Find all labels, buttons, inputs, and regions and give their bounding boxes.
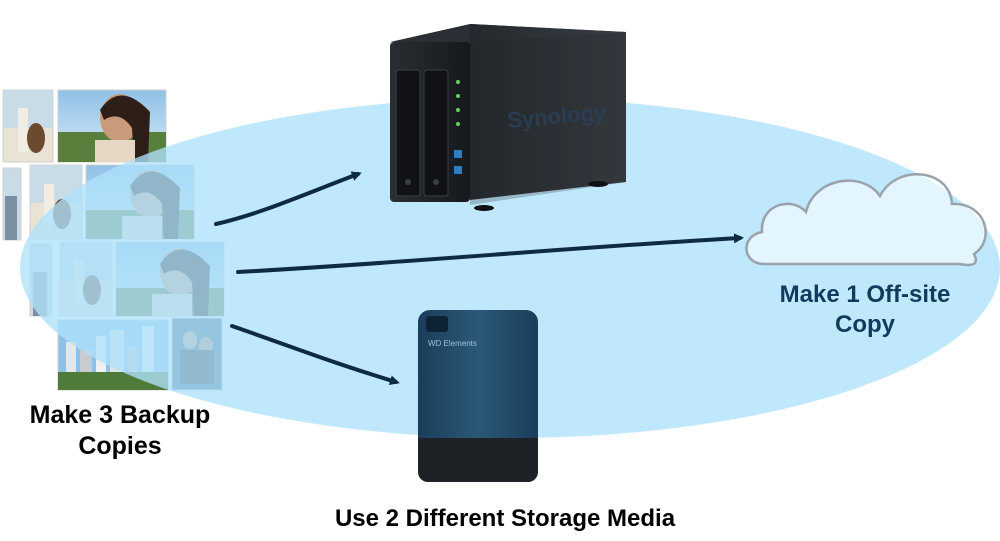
backup-label-line-2: Copies (78, 432, 162, 461)
photo-thumbnail (2, 167, 22, 241)
arrow-icon (214, 171, 362, 226)
backup-label-line-1: Make 3 Backup (29, 401, 211, 429)
cloud-icon (745, 173, 987, 267)
arrows (214, 171, 744, 386)
photo-thumbnail (2, 89, 54, 163)
offsite-label-line-2: Copy (835, 311, 895, 338)
external-drive-icon: WD Elements (418, 310, 538, 482)
photo-thumbnail (57, 89, 167, 163)
backup-copies-label: Make 3 Backup Copies (0, 400, 240, 463)
backup-zone-ellipse (20, 98, 1000, 438)
storage-media-label: Use 2 Different Storage Media (334, 505, 676, 532)
arrow-icon (236, 233, 744, 274)
offsite-copy-label: Make 1 Off-site Copy (760, 280, 970, 340)
drive-brand-text: WD Elements (428, 339, 477, 348)
arrow-icon (230, 324, 400, 386)
nas-device-icon: Synology (390, 24, 626, 211)
offsite-label-line-1: Make 1 Off-site (779, 281, 951, 308)
